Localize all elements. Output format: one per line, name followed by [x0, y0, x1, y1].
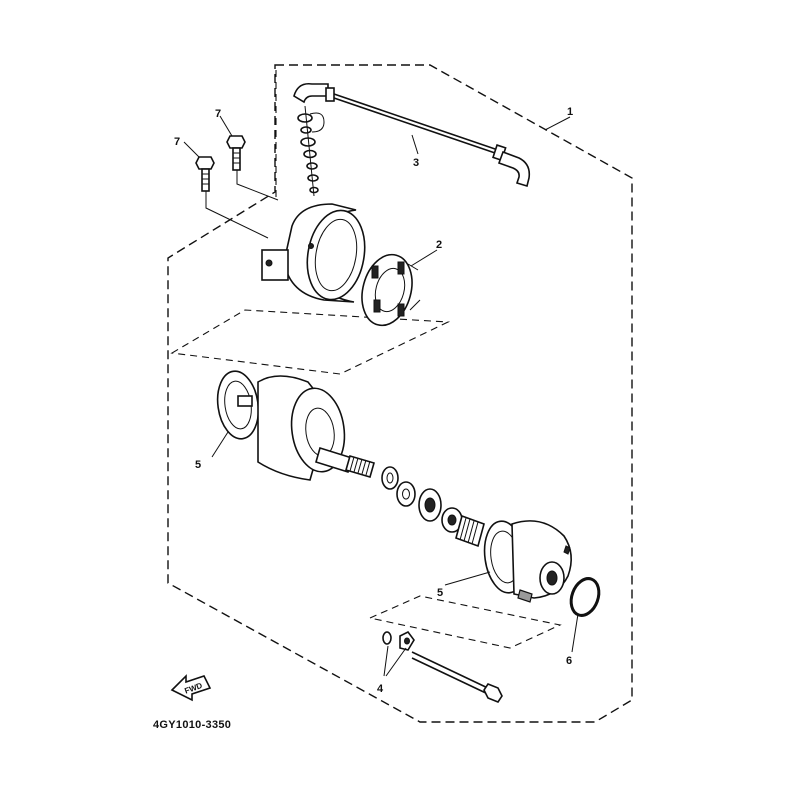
terminal-hardware-stack: [297, 105, 319, 197]
bolt-part-7-left: [195, 156, 269, 239]
callout-6: 6: [566, 655, 572, 667]
brush-holder-part-2: [361, 253, 421, 327]
callout-5-armature: 5: [195, 459, 201, 471]
callout-7-left: 7: [174, 136, 180, 148]
thrust-washers: [381, 466, 442, 522]
callout-1: 1: [567, 106, 573, 118]
through-bolt: [411, 651, 503, 703]
callout-2: 2: [436, 239, 442, 251]
bolt-part-7-right: [226, 135, 279, 201]
lead-wire-part-3: [293, 82, 531, 188]
callout-5-rear: 5: [437, 587, 443, 599]
armature-group-outline: [170, 309, 451, 375]
assembly-boundary: [167, 64, 633, 723]
armature: [216, 370, 375, 481]
leader-lines: [183, 115, 579, 677]
front-cover-housing: [261, 203, 366, 303]
diagram-code: 4GY1010-3350: [153, 719, 231, 731]
o-rings-part-4: [382, 630, 415, 651]
rear-cover-housing: [483, 520, 572, 603]
fwd-direction-badge: FWD: [170, 674, 212, 702]
o-ring-part-6: [569, 577, 601, 617]
callout-3: 3: [413, 157, 419, 169]
bearing-and-seal: [441, 507, 485, 548]
callout-4: 4: [377, 683, 384, 695]
callout-7-right: 7: [215, 108, 221, 120]
o-ring-group-outline: [368, 595, 562, 649]
